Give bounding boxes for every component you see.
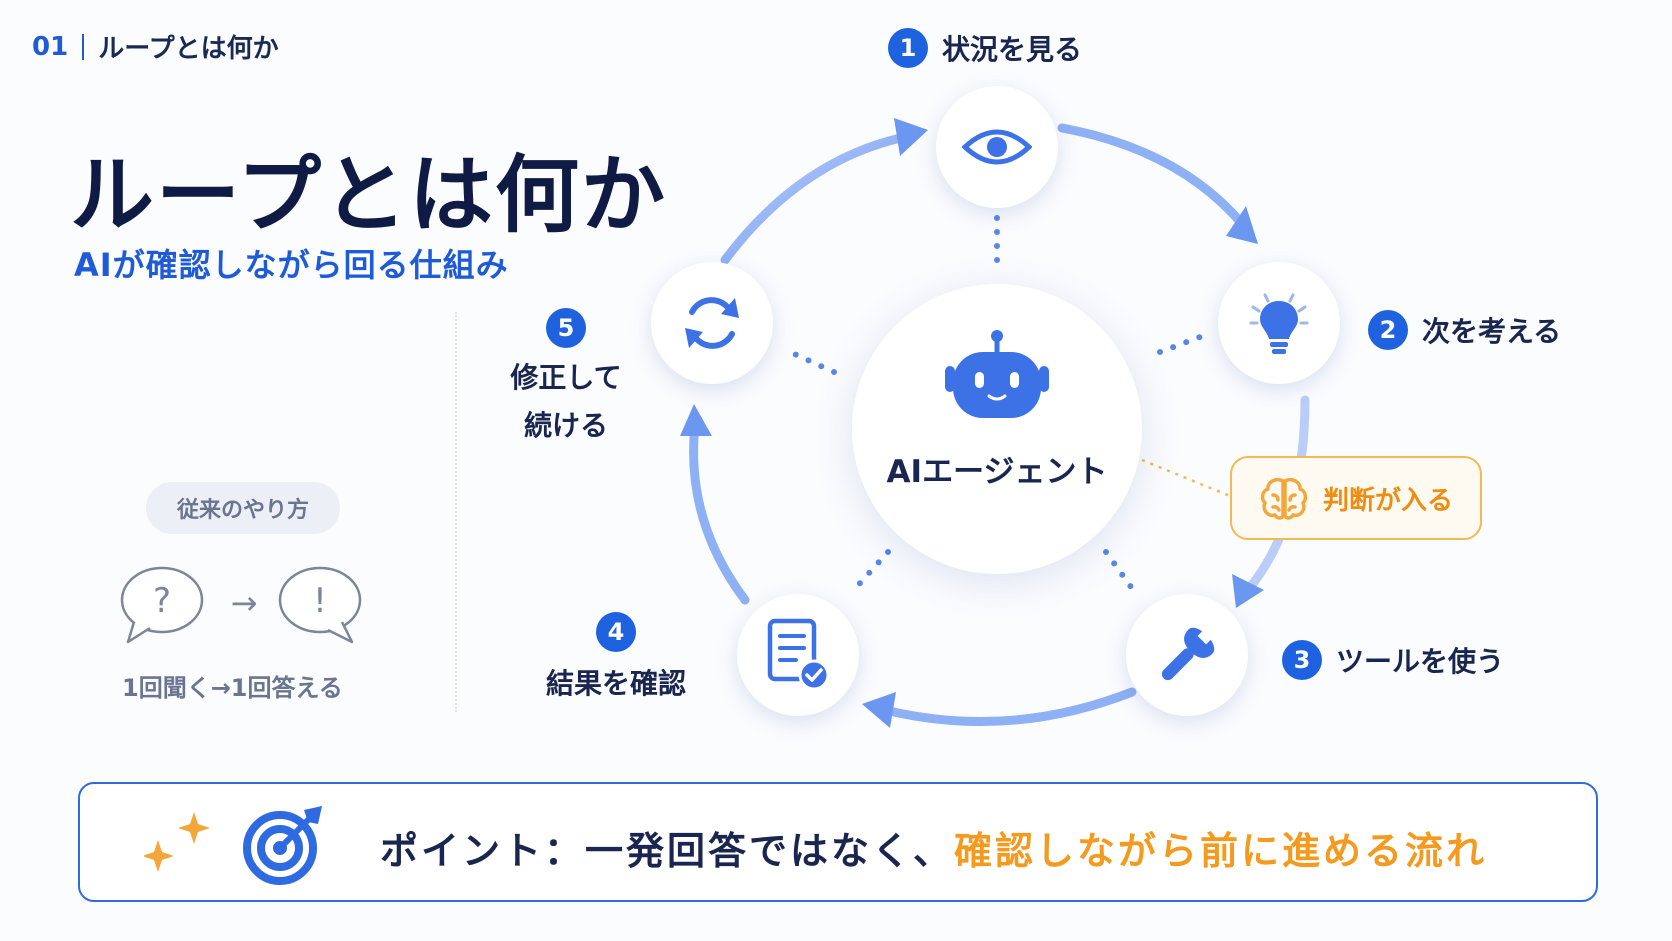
connector-2 — [1157, 331, 1211, 355]
section-title: ループとは何か — [98, 34, 279, 64]
step-node-2 — [1218, 262, 1340, 384]
lightbulb-icon — [1249, 293, 1309, 354]
brain-icon — [1260, 477, 1308, 520]
page-subtitle: AIが確認しながら回る仕組み — [74, 246, 509, 284]
step-text-3: ツールを使う — [1336, 645, 1505, 678]
judgment-label: 判断が入る — [1322, 485, 1453, 516]
refresh-icon — [685, 297, 739, 349]
judgment-callout: 判断が入る — [1230, 456, 1482, 540]
page-title: ループとは何か — [70, 146, 667, 244]
arc-5-to-1 — [720, 132, 910, 265]
step-text-5-line2: 続ける — [523, 409, 608, 442]
step-node-5 — [651, 262, 773, 384]
arrowhead-to-4 — [862, 692, 896, 728]
step-node-1 — [936, 86, 1058, 208]
exclamation-mark: ! — [313, 581, 327, 621]
center-node: AIエージェント — [852, 284, 1142, 574]
traditional-caption: 1回聞く→1回答える — [122, 674, 343, 702]
step-node-3 — [1126, 594, 1248, 716]
exclamation-bubble-icon: ! — [278, 566, 362, 644]
section-number: 01 — [32, 31, 69, 62]
step-text-5-line1: 修正して — [510, 361, 622, 394]
step-label-2: 2 次を考える — [1368, 310, 1561, 350]
center-label: AIエージェント — [886, 454, 1108, 490]
step-badge-4: 4 — [596, 612, 636, 652]
connector-4 — [849, 549, 891, 595]
step-badge-5: 5 — [546, 308, 586, 348]
traditional-label: 従来のやり方 — [146, 482, 340, 534]
point-prefix: ポイント：一発回答ではなく、 — [380, 829, 955, 873]
step-text-4: 結果を確認 — [546, 667, 687, 700]
connector-3 — [1103, 549, 1139, 597]
arc-3-to-4 — [880, 687, 1137, 727]
question-answer-illustration: ? → ! — [120, 566, 362, 644]
document-check-icon — [767, 618, 830, 691]
header-divider — [82, 33, 85, 60]
step-badge-3: 3 — [1282, 640, 1322, 680]
step-badge-2: 2 — [1368, 310, 1408, 350]
point-text: ポイント：一発回答ではなく、確認しながら前に進める流れ — [380, 820, 1487, 875]
question-bubble-icon: ? — [120, 566, 204, 644]
judgment-connector — [1141, 458, 1231, 498]
wrench-icon — [1161, 626, 1216, 681]
arrowhead-to-2 — [1226, 206, 1258, 244]
vertical-divider — [455, 312, 457, 712]
arrowhead-to-5 — [680, 404, 712, 436]
point-highlight: 確認しながら前に進める流れ — [954, 829, 1488, 873]
connector-5 — [787, 349, 837, 375]
point-banner: ポイント：一発回答ではなく、確認しながら前に進める流れ — [78, 782, 1598, 902]
arrowhead-to-1 — [894, 118, 928, 156]
step-text-1: 状況を見る — [942, 33, 1083, 66]
step-label-3: 3 ツールを使う — [1282, 640, 1504, 680]
eye-icon — [962, 129, 1032, 165]
target-icon — [243, 806, 322, 885]
arc-4-to-5 — [689, 420, 750, 605]
step-node-4 — [737, 594, 859, 716]
section-header: 01 ループとは何か — [32, 28, 279, 65]
arrowhead-to-3 — [1232, 574, 1264, 608]
arc-1-to-2 — [1057, 123, 1248, 230]
step-label-4: 4 結果を確認 — [546, 612, 686, 702]
step-label-1: 1 状況を見る — [888, 28, 1082, 68]
step-text-2: 次を考える — [1422, 315, 1562, 348]
question-mark: ? — [153, 581, 171, 621]
sparkle-icon — [144, 812, 210, 872]
flow-arrow: → — [231, 584, 258, 622]
robot-icon — [945, 330, 1049, 418]
step-badge-1: 1 — [888, 28, 928, 68]
step-label-5: 5 修正して 続ける — [506, 308, 626, 444]
